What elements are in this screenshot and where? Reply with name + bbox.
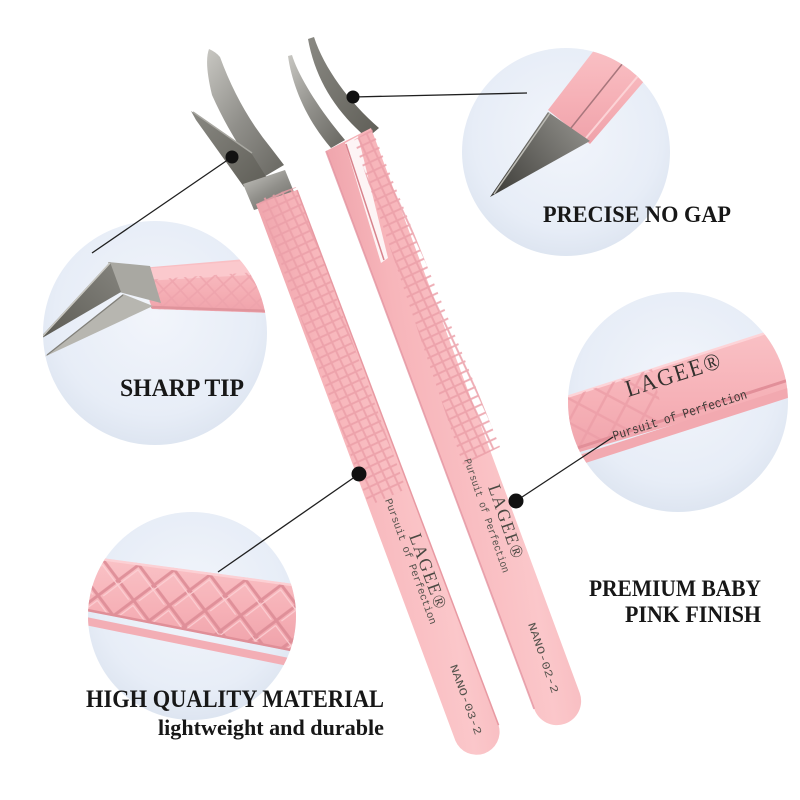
connector-line-quality xyxy=(217,473,360,573)
label-premium-line2: PINK FINISH xyxy=(625,602,761,627)
quality-detail-bottom-edge xyxy=(88,607,296,653)
tweezer-left-back-prong xyxy=(207,49,284,178)
tweezer-right-arm-gap xyxy=(345,136,388,263)
tweezer-left-grip-pattern xyxy=(258,187,406,506)
lagee-detail-bottom-edge xyxy=(568,375,788,460)
connector-dot-sharp xyxy=(225,150,239,164)
lagee-detail-top-highlight xyxy=(568,320,788,406)
connector-dot-quality xyxy=(351,466,367,482)
connector-line-sharp xyxy=(91,156,233,254)
precise-detail-seam xyxy=(570,57,628,129)
lagee-detail-lower-arm xyxy=(568,384,788,476)
tweezer-right-back-prong xyxy=(288,55,345,148)
precise-detail-shaft-highlight xyxy=(585,69,644,139)
tweezer-right-seam xyxy=(345,143,385,261)
sharp-detail-lower-prong xyxy=(44,294,153,357)
precise-detail-metal-tip xyxy=(490,112,590,197)
quality-detail-grip-pattern xyxy=(88,556,296,652)
sharp-detail-grip-pattern xyxy=(143,271,267,313)
connector-dot-precise xyxy=(346,90,360,104)
label-quality-line1: HIGH QUALITY MATERIAL xyxy=(86,686,384,713)
sharp-detail-prong-highlight xyxy=(43,262,111,340)
tweezer-right-front-prong xyxy=(308,37,379,138)
sharp-tip-detail xyxy=(43,257,267,357)
connector-line-lagee xyxy=(515,436,614,502)
sharp-detail-upper-prong xyxy=(43,262,121,341)
label-precise-no-gap: PRECISE NO GAP xyxy=(543,202,731,227)
tweezer-left: Pursuit of Perfection LAGEE® NANO-03-2 xyxy=(191,49,500,755)
label-sharp-tip: SHARP TIP xyxy=(120,375,244,402)
quality-detail-lower-arm xyxy=(88,616,294,667)
tweezer-right-grip-pattern xyxy=(354,129,500,465)
sharp-detail-prong-shadow xyxy=(46,294,124,356)
label-quality-line2: lightweight and durable xyxy=(158,715,384,740)
label-premium-line1: PREMIUM BABY xyxy=(589,576,761,601)
tweezer-right: Pursuit of Perfection LAGEE® NANO-02-2 xyxy=(288,37,582,726)
tweezer-left-prong-highlight xyxy=(192,111,253,154)
quality-detail xyxy=(88,555,296,667)
sharp-detail-handle-edge xyxy=(150,305,267,313)
precise-detail-tip-highlight xyxy=(493,112,551,195)
sharp-detail-metal-collar xyxy=(108,262,161,303)
connectors xyxy=(91,92,614,573)
connector-dot-lagee xyxy=(508,493,524,509)
tweezer-left-edge-shadow xyxy=(296,189,500,726)
tweezer-left-front-prong xyxy=(191,111,267,187)
connector-line-precise xyxy=(352,92,528,98)
quality-detail-top-highlight xyxy=(88,555,296,588)
tweezer-right-edge-shadow xyxy=(325,150,536,710)
